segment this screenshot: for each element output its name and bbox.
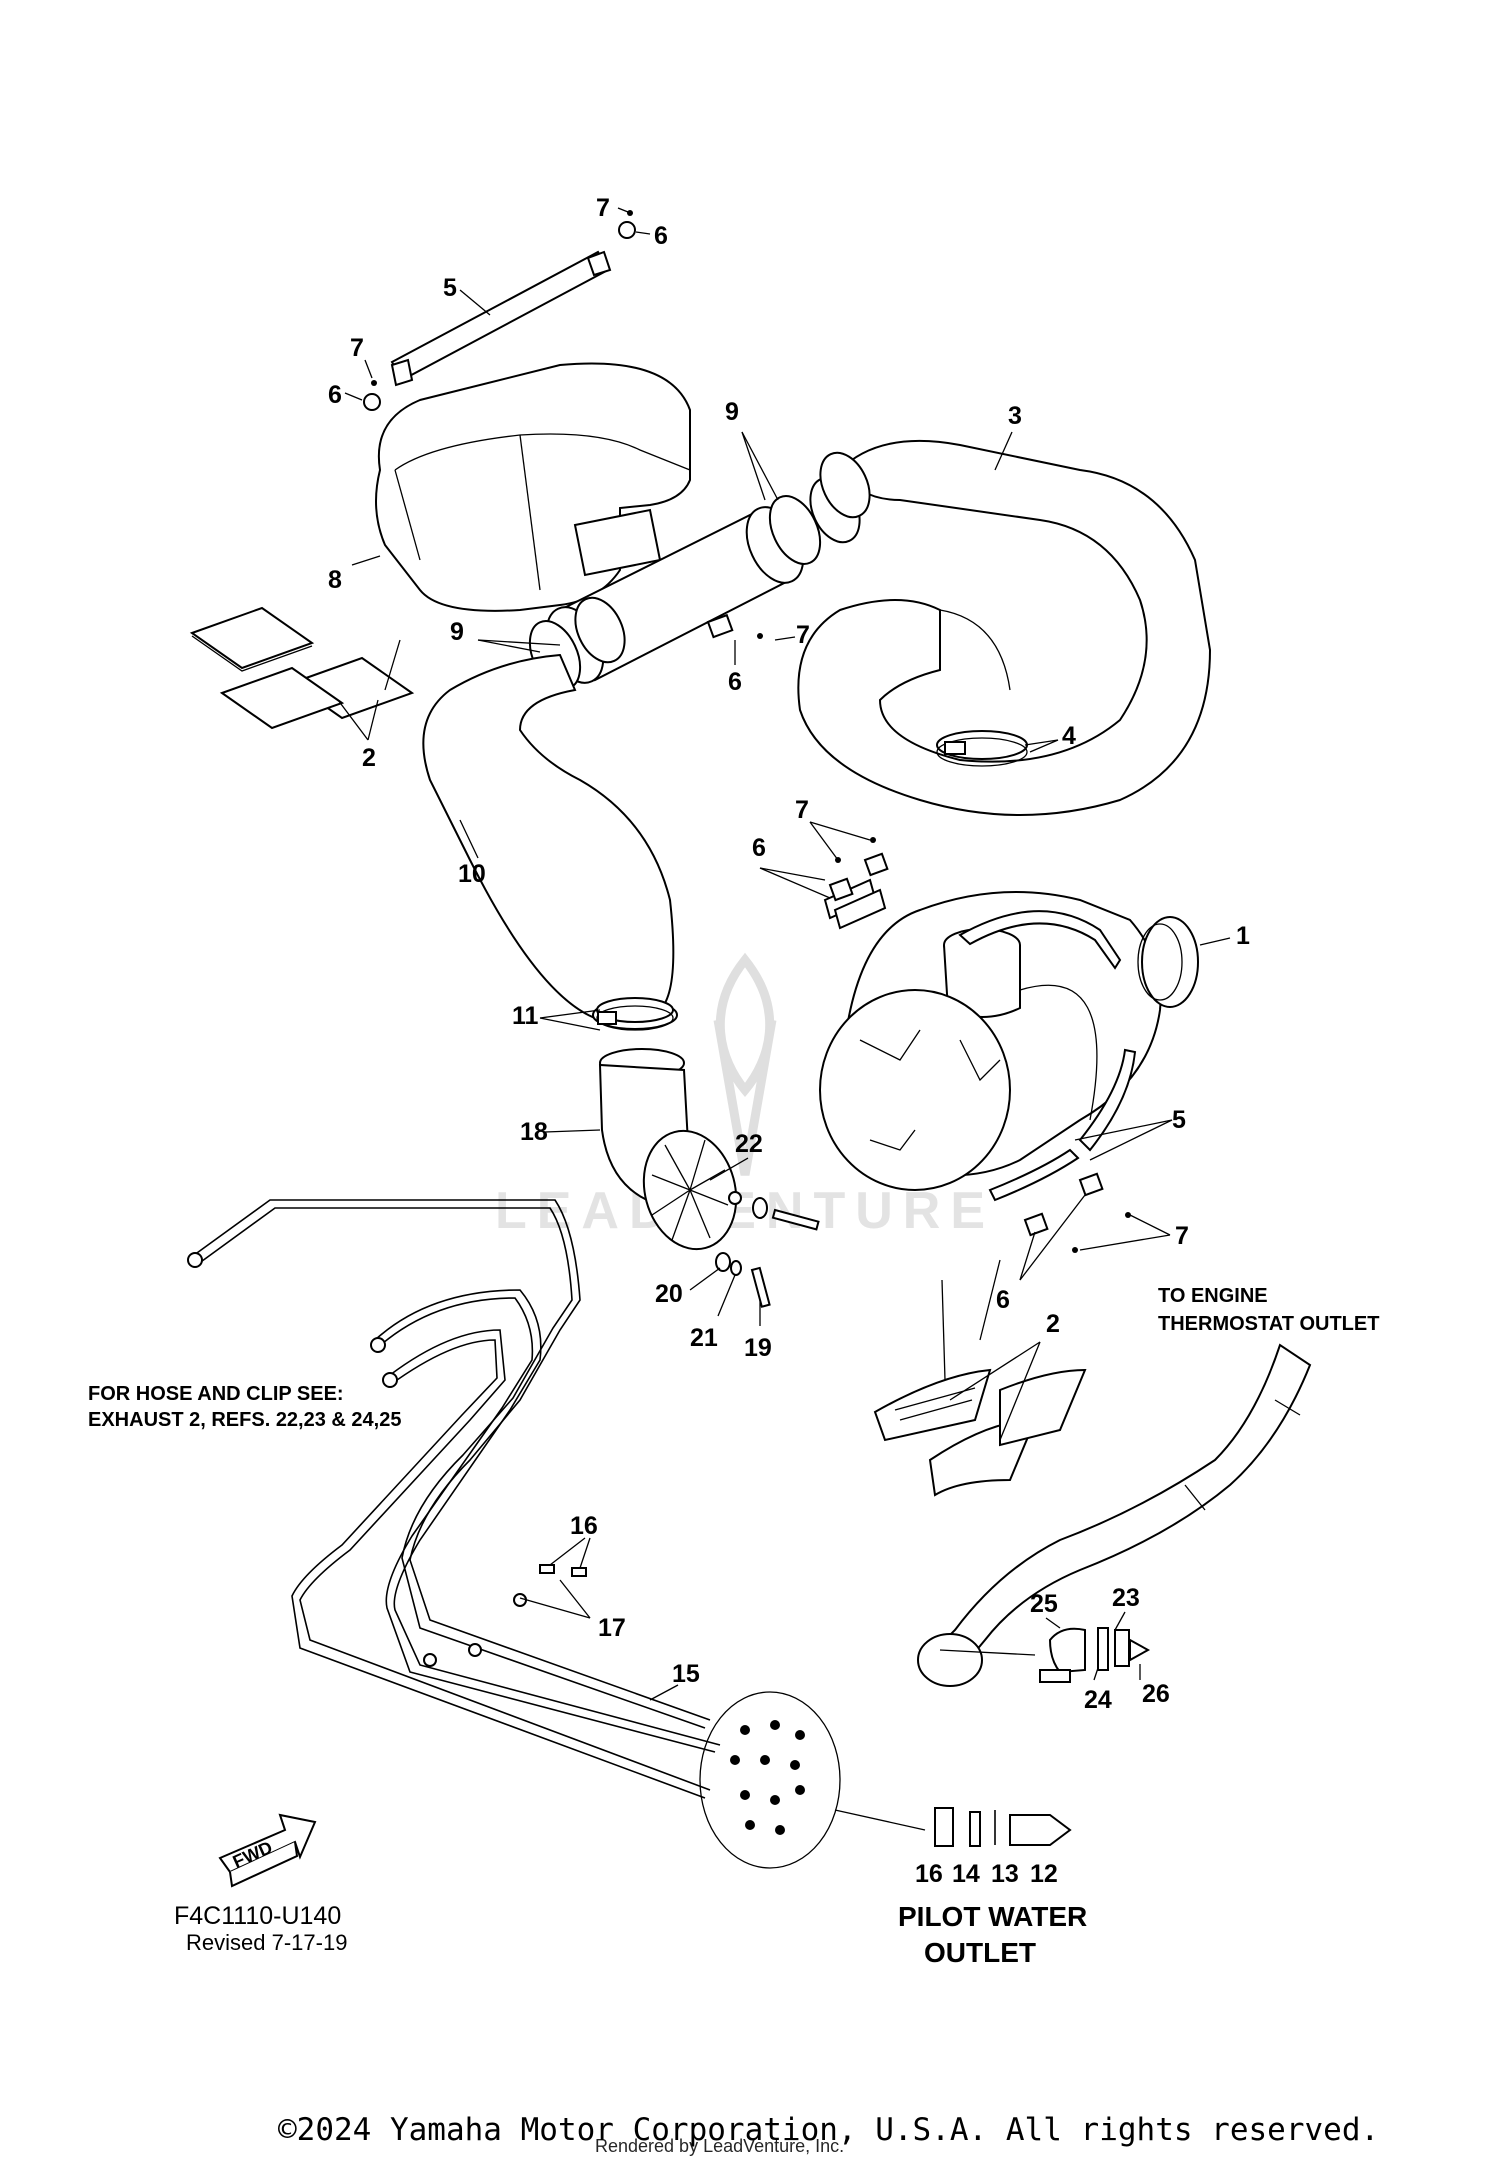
hose-note-line2: EXHAUST 2, REFS. 22,23 & 24,25 — [88, 1409, 401, 1431]
silencer-box — [375, 362, 691, 612]
leadventure-watermark: LEADVENTURE — [495, 952, 995, 1240]
callout: 23 — [1112, 1584, 1140, 1612]
callout: 2 — [1046, 1310, 1060, 1338]
callout: 8 — [328, 566, 342, 594]
callout: 13 — [991, 1860, 1019, 1888]
engine-hose — [917, 1343, 1312, 1687]
callout: 7 — [1175, 1222, 1189, 1250]
pads-lower — [873, 1368, 1087, 1497]
revised-date: Revised 7-17-19 — [186, 1930, 347, 1955]
bolt-nut-top-left — [363, 380, 381, 411]
outlet-detail-circle — [699, 1691, 926, 1869]
callout: 16 — [570, 1512, 598, 1540]
u-pipe — [797, 439, 1212, 816]
pilot-outlet-fittings — [934, 1807, 1072, 1847]
leader-lines — [337, 207, 1231, 1701]
rendered-by: Rendered by LeadVenture, Inc. — [595, 2136, 844, 2156]
callout: 22 — [735, 1130, 763, 1158]
bracket-6-7-mid — [706, 613, 763, 639]
callout: 6 — [996, 1286, 1010, 1314]
callout: 5 — [1172, 1106, 1186, 1134]
callout: 16 — [915, 1860, 943, 1888]
callout: 5 — [443, 274, 457, 302]
flame-logo-icon — [713, 952, 777, 1176]
bolts-19-20-21 — [715, 1191, 820, 1308]
callout: 18 — [520, 1118, 548, 1146]
callout: 24 — [1084, 1686, 1112, 1714]
callout: 7 — [795, 796, 809, 824]
callout: 6 — [654, 222, 668, 250]
callout: 7 — [596, 194, 610, 222]
callout: 7 — [796, 621, 810, 649]
fittings-23-26 — [1039, 1627, 1151, 1683]
callout: 10 — [458, 860, 486, 888]
connector-pipe-upper — [528, 476, 861, 690]
clips-16-17 — [539, 1564, 587, 1577]
callout: 3 — [1008, 402, 1022, 430]
engine-note-line1: TO ENGINE — [1158, 1285, 1268, 1307]
callout: 26 — [1142, 1680, 1170, 1708]
callout: 17 — [598, 1614, 626, 1642]
brackets-6-7-lower — [1023, 1172, 1131, 1253]
callout: 19 — [744, 1334, 772, 1362]
engine-note-line2: THERMOSTAT OUTLET — [1158, 1313, 1379, 1335]
pilot-outlet-line1: PILOT WATER — [898, 1901, 1087, 1932]
callout: 6 — [728, 668, 742, 696]
water-lock-1 — [819, 891, 1199, 1191]
water-tubes — [187, 1199, 721, 1799]
watermark-text: LEADVENTURE — [495, 1182, 995, 1240]
callout: 14 — [952, 1860, 980, 1888]
callout: 11 — [512, 1002, 539, 1030]
clamp-11 — [596, 997, 674, 1031]
strap-top — [390, 250, 612, 387]
fwd-arrow-icon: FWD — [218, 1813, 317, 1888]
callout: 12 — [1030, 1860, 1058, 1888]
callout: 6 — [752, 834, 766, 862]
callout: 6 — [328, 381, 342, 409]
callout: 21 — [690, 1324, 718, 1352]
callout: 15 — [672, 1660, 700, 1688]
elbow-pipe-10 — [422, 653, 678, 1030]
callout-labels: 7 6 5 7 6 9 3 8 9 7 6 2 4 7 6 10 1 11 18… — [328, 194, 1250, 1888]
callout: 25 — [1030, 1590, 1058, 1618]
notes: TO ENGINE THERMOSTAT OUTLET FOR HOSE AND… — [88, 1285, 1379, 1968]
straps-5-lower — [958, 910, 1137, 1202]
callout: 7 — [350, 334, 364, 362]
copyright: ©2024 Yamaha Motor Corporation, U.S.A. A… — [278, 2112, 1379, 2148]
callout: 9 — [725, 398, 739, 426]
hose-note-line1: FOR HOSE AND CLIP SEE: — [88, 1383, 344, 1405]
bolt-nut-top-right — [618, 210, 636, 239]
callout: 9 — [450, 618, 464, 646]
callout: 4 — [1062, 722, 1076, 750]
drawing-code: F4C1110-U140 — [174, 1902, 341, 1930]
callout: 1 — [1236, 922, 1250, 950]
pads-left — [189, 606, 415, 730]
brackets-6-7-upper — [823, 837, 889, 930]
callout: 2 — [362, 744, 376, 772]
cover-22 — [642, 1129, 738, 1251]
callout: 20 — [655, 1280, 683, 1308]
cover-ribs — [651, 1139, 729, 1241]
pilot-outlet-line2: OUTLET — [924, 1937, 1036, 1968]
footer: F4C1110-U140 Revised 7-17-19 ©2024 Yamah… — [174, 1902, 1379, 2156]
